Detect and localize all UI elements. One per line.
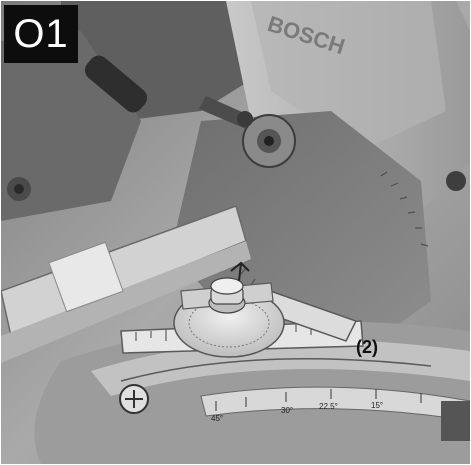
handle-grip bbox=[84, 55, 148, 113]
callout-pointer bbox=[230, 261, 250, 282]
scale-label-30: 30° bbox=[281, 406, 293, 415]
step-badge: O1 bbox=[4, 5, 78, 63]
scale-label-45: 45° bbox=[211, 414, 223, 423]
scale-label-15: 15° bbox=[371, 401, 383, 410]
scale-label-22: 22.5° bbox=[319, 402, 338, 411]
fence-label bbox=[48, 241, 124, 313]
protractor-tool bbox=[120, 277, 364, 358]
callout-2-label: (2) bbox=[356, 337, 378, 357]
miter-scale bbox=[200, 386, 470, 422]
